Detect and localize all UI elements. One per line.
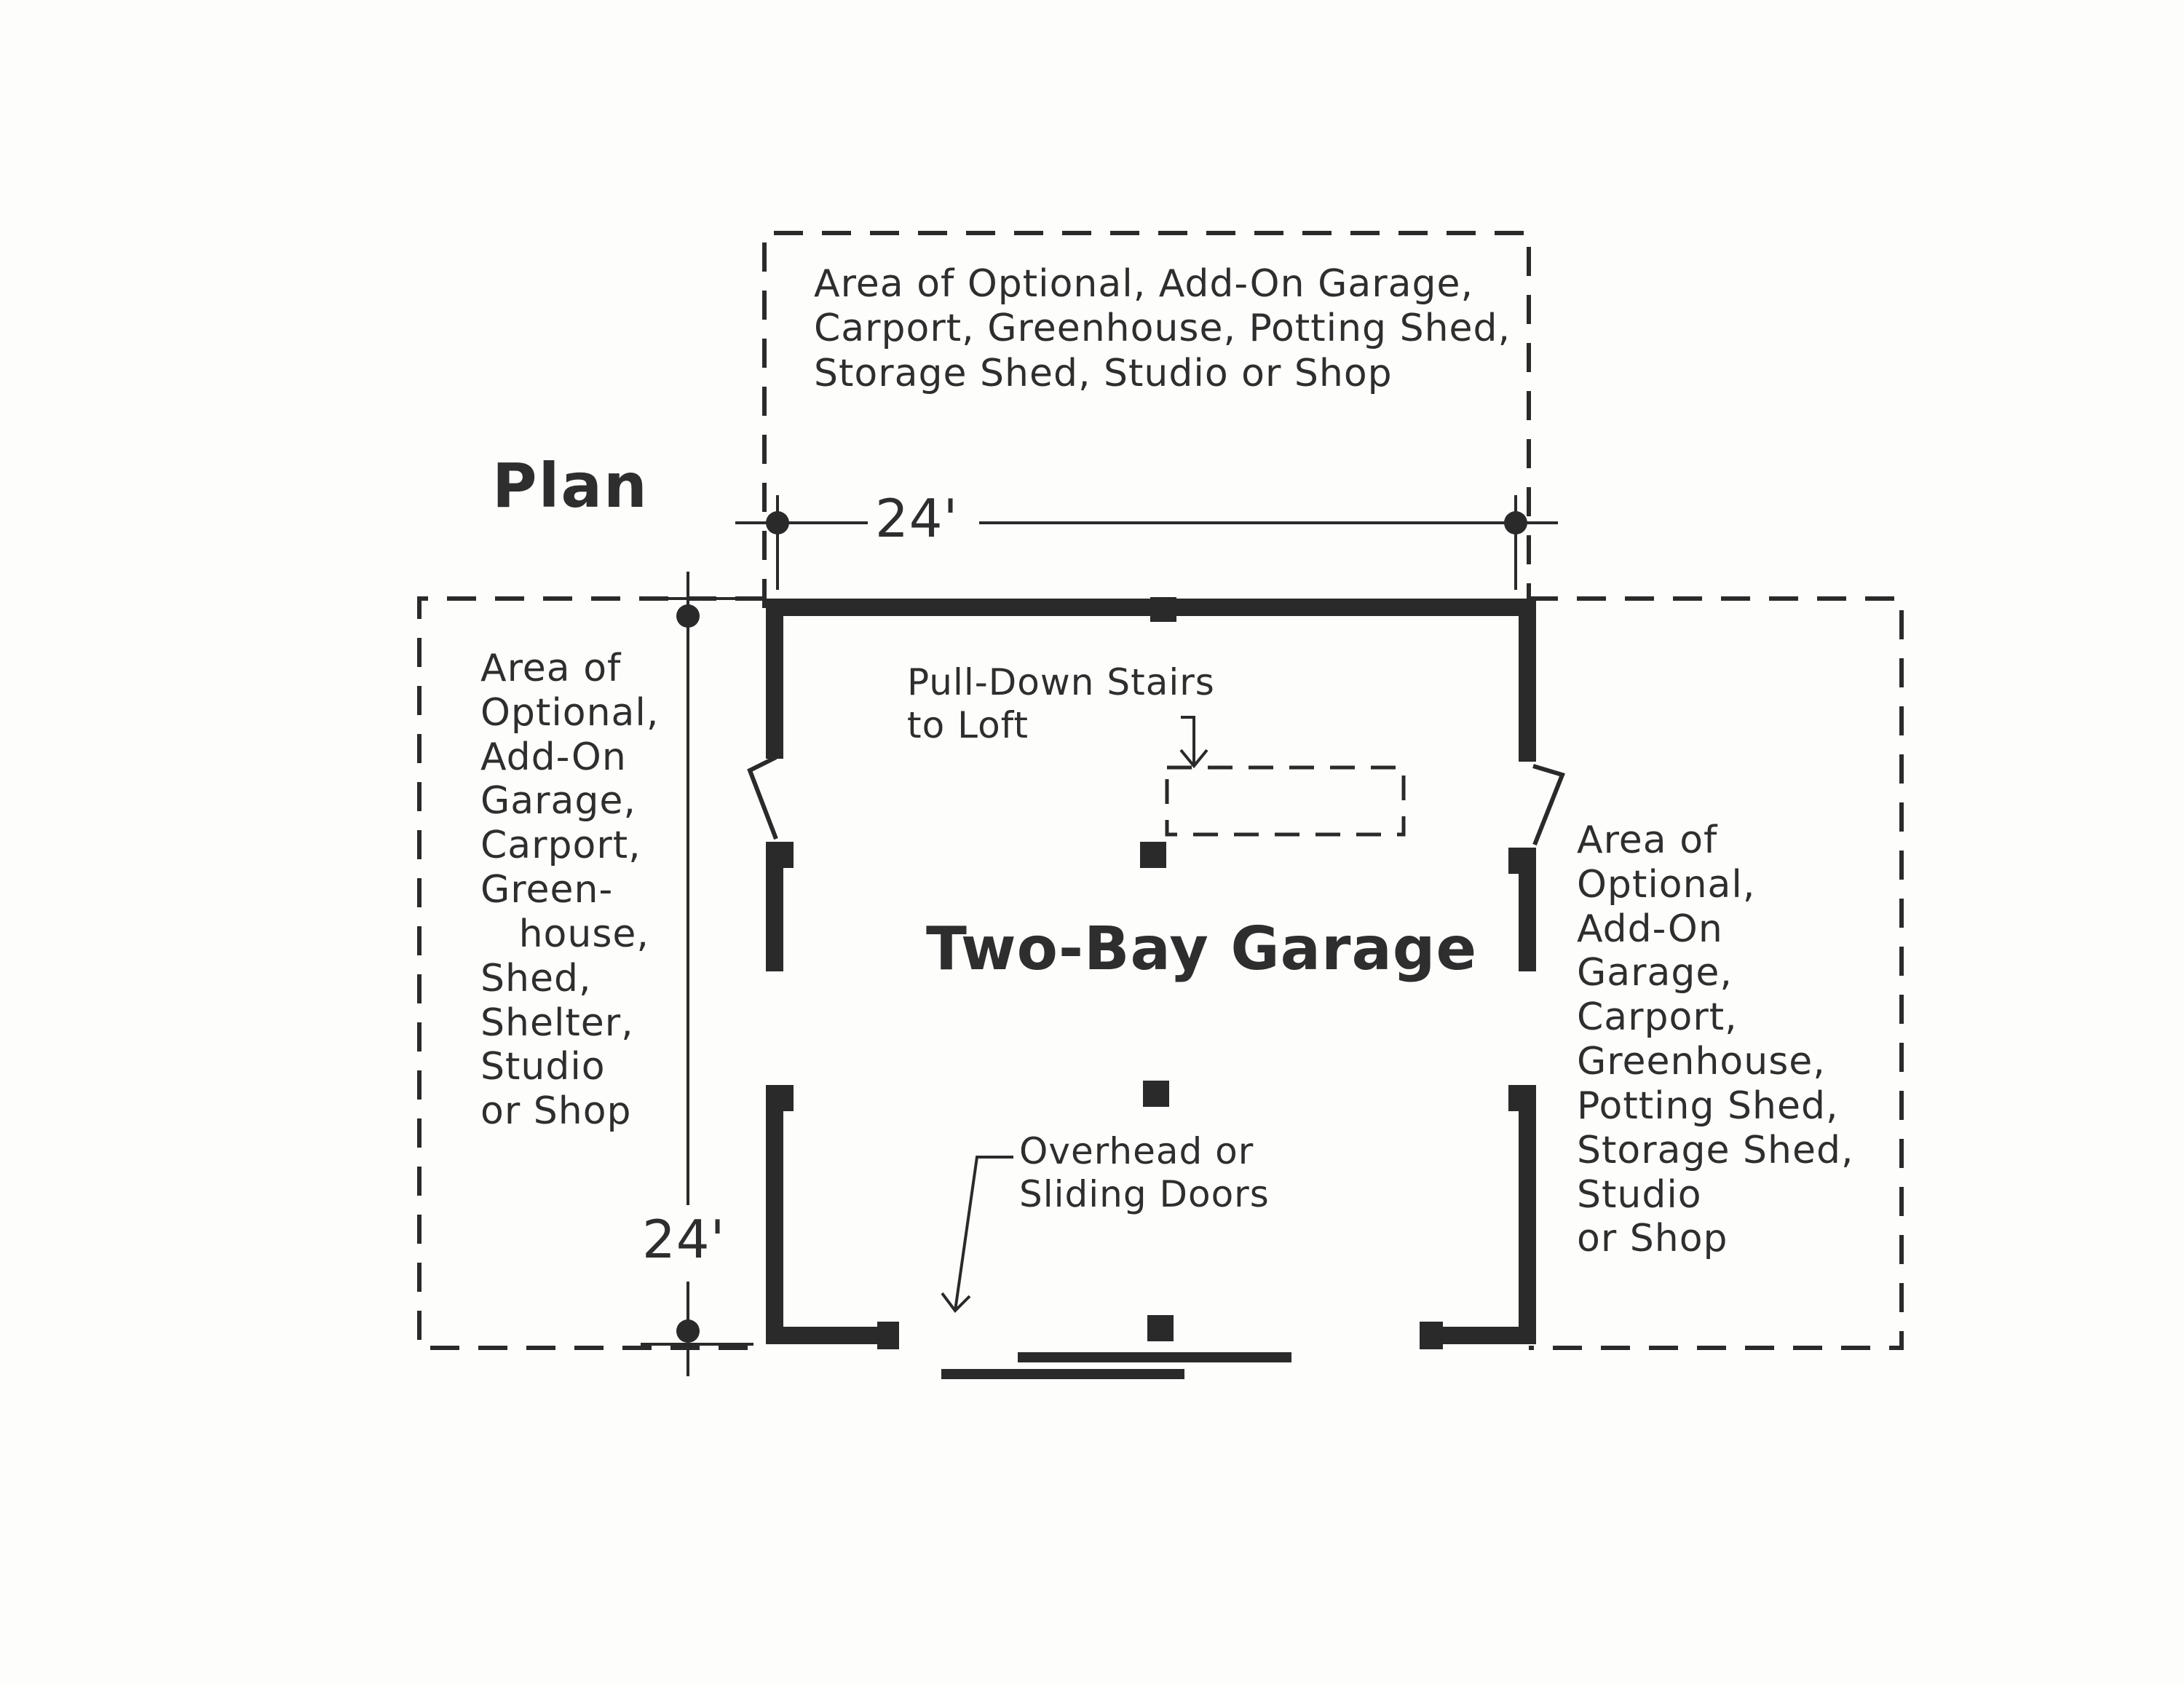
right-area-note: Area of Optional, Add-On Garage, Carport… <box>1577 818 1854 1261</box>
post <box>1143 1081 1169 1107</box>
depth-dimension-label: 24' <box>635 1209 733 1271</box>
post <box>1147 1315 1174 1341</box>
dimension-dot <box>676 604 700 628</box>
width-dimension-label: 24' <box>868 488 966 550</box>
garage-label: Two-Bay Garage <box>926 915 1478 984</box>
dimension-dot <box>766 511 789 534</box>
post <box>1140 842 1166 868</box>
doors-note: Overhead or Sliding Doors <box>1019 1130 1270 1215</box>
dimension-dot <box>1504 511 1527 534</box>
door-swing-left <box>747 755 778 840</box>
left-optional-area-outline <box>417 596 764 1350</box>
top-area-note: Area of Optional, Add-On Garage, Carport… <box>814 262 1511 395</box>
left-area-note: Area of Optional, Add-On Garage, Carport… <box>480 647 660 1134</box>
loft-stairs-outline <box>1165 765 1406 837</box>
right-optional-area-outline <box>1529 596 1904 1350</box>
sliding-door-track <box>1018 1352 1291 1362</box>
sliding-door-track <box>941 1369 1184 1379</box>
stairs-note: Pull-Down Stairs to Loft <box>907 661 1215 746</box>
garage-walls <box>766 597 1536 1349</box>
door-swing-right <box>1532 764 1565 846</box>
dimension-dot <box>676 1319 700 1343</box>
stairs-leader-arrow <box>1179 716 1208 769</box>
doors-leader-arrow <box>941 1156 1013 1314</box>
width-dimension-line <box>735 495 1558 590</box>
plan-title: Plan <box>492 450 649 521</box>
